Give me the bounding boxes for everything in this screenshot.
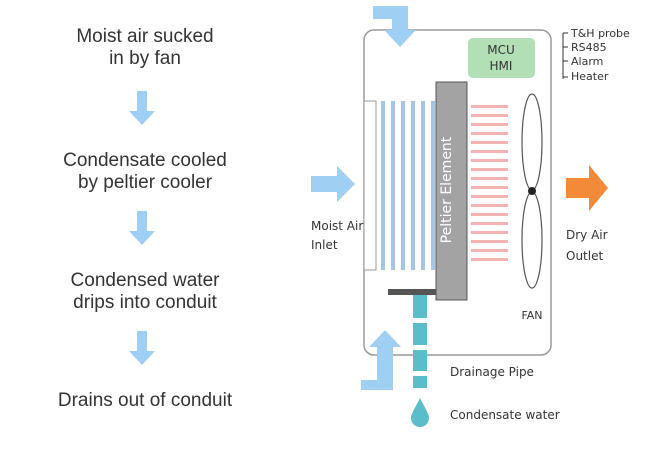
io-bracket [562,32,568,79]
fan-hub [528,187,536,195]
hot-fin [471,114,508,117]
hot-fin [471,186,508,189]
hot-fin [471,204,508,207]
dry-air-outlet-arrow [566,165,608,211]
hot-fin [471,222,508,225]
inlet-label-1: Moist Air [311,219,363,233]
outlet-label-2: Outlet [566,249,603,263]
hot-fin [471,231,508,234]
hot-fin [471,258,508,261]
fan-blade-bottom [521,191,543,289]
inlet-filter [363,100,377,271]
step-4-text: Drains out of conduit [57,390,233,411]
fan [521,93,543,289]
step-1-text: Moist air sucked in by fan [76,26,214,69]
drainage-pipe-label: Drainage Pipe [450,365,534,379]
hot-fin [471,123,508,126]
hot-fin [471,195,508,198]
peltier-element [435,81,468,301]
condensate-drop-icon [411,398,429,427]
inlet-label-2: Inlet [311,238,338,252]
hmi-label: HMI [490,59,513,73]
fan-blade-top [521,93,543,191]
hot-fin [471,141,508,144]
hot-fin [471,249,508,252]
io-label-rs485: RS485 [571,41,607,54]
hot-fin [471,240,508,243]
top-inlet-arrow [373,6,416,47]
step-2-text: Condensate cooled by peltier cooler [63,150,227,193]
step-3-text: Condensed water drips into conduit [70,270,220,313]
hot-fin [471,159,508,162]
fan-label: FAN [521,309,542,322]
drip-tray [388,289,436,295]
hot-fins [471,105,508,261]
hot-fin [471,105,508,108]
hot-fin [471,213,508,216]
drainage-pipe [413,295,427,388]
io-label-alarm: Alarm [571,55,603,68]
io-label-heater: Heater [571,70,609,83]
step-arrow-1 [129,91,155,125]
bottom-inlet-arrow [361,330,401,390]
condensate-label: Condensate water [450,408,560,422]
moist-air-inlet-arrow [311,166,355,202]
hot-fin [471,150,508,153]
io-label-th-probe: T&H probe [570,27,630,40]
mcu-label: MCU [487,43,515,57]
outlet-label-1: Dry Air [566,228,608,242]
cold-fins [381,101,435,270]
mcu-hmi-box [468,38,535,78]
step-arrow-2 [129,211,155,245]
hot-fin [471,177,508,180]
hot-fin [471,168,508,171]
hot-fin [471,132,508,135]
step-arrow-3 [129,331,155,365]
peltier-label: Peltier Element [439,136,455,243]
